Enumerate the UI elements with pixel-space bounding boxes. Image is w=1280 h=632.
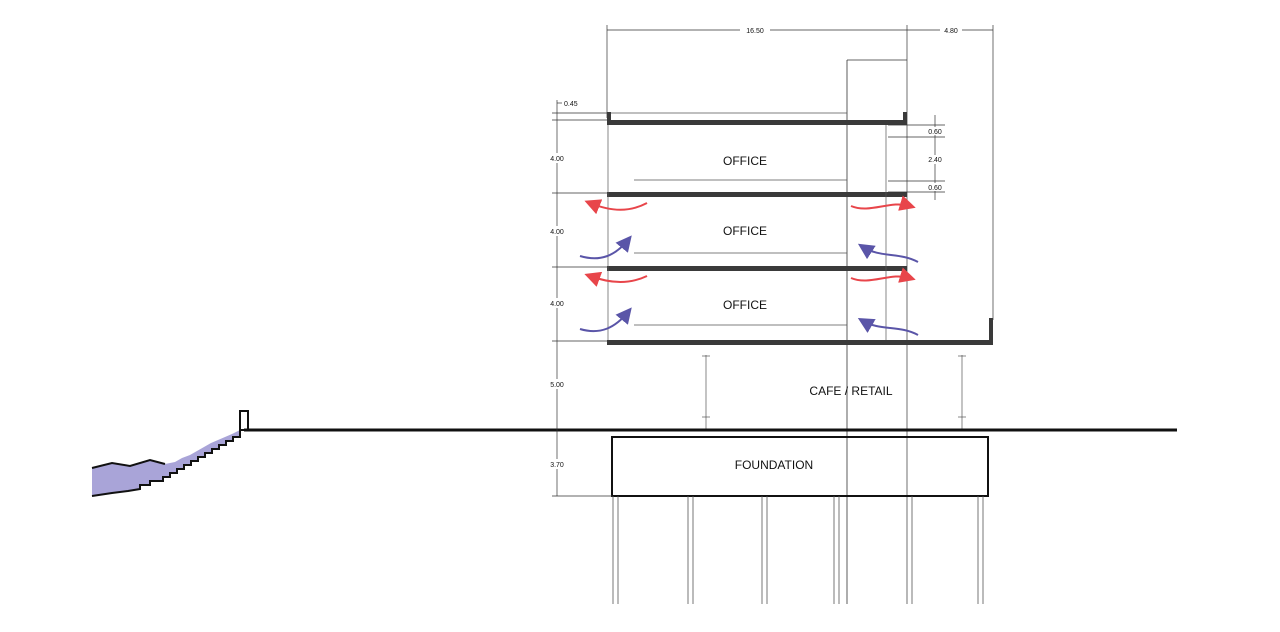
dim-width-main: 16.50: [746, 28, 764, 35]
warm-air-arrows: [584, 195, 916, 287]
dim-floor-2: 4.00: [550, 229, 564, 236]
ground-columns: [702, 355, 966, 430]
ceiling-lines: [607, 112, 887, 340]
label-cafe-retail: CAFE / RETAIL: [809, 384, 892, 398]
waterfront-stairs: [91, 430, 241, 497]
label-office-low: OFFICE: [723, 298, 767, 312]
foundation-block: [611, 436, 989, 497]
railing-post: [239, 410, 249, 431]
dim-floor-1: 4.00: [550, 301, 564, 308]
label-foundation: FOUNDATION: [735, 458, 813, 472]
core-outline: [846, 59, 907, 604]
dim-floor-3: 4.00: [550, 156, 564, 163]
label-office-top: OFFICE: [723, 154, 767, 168]
dim-window-head: 0.60: [928, 185, 942, 192]
label-office-mid: OFFICE: [723, 224, 767, 238]
piles: [612, 496, 984, 604]
dim-parapet: 0.45: [564, 101, 578, 108]
floor-slabs: [607, 112, 993, 345]
dim-window-height: 2.40: [928, 157, 942, 164]
dim-width-cantilever: 4.80: [944, 28, 958, 35]
water-body: [92, 430, 240, 496]
dim-ground-floor: 5.00: [550, 382, 564, 389]
top-dimension-lines: [606, 25, 994, 604]
dim-window-sill-top: 0.60: [928, 129, 942, 136]
cool-air-arrows: [579, 235, 919, 336]
dim-foundation: 3.70: [550, 462, 564, 469]
